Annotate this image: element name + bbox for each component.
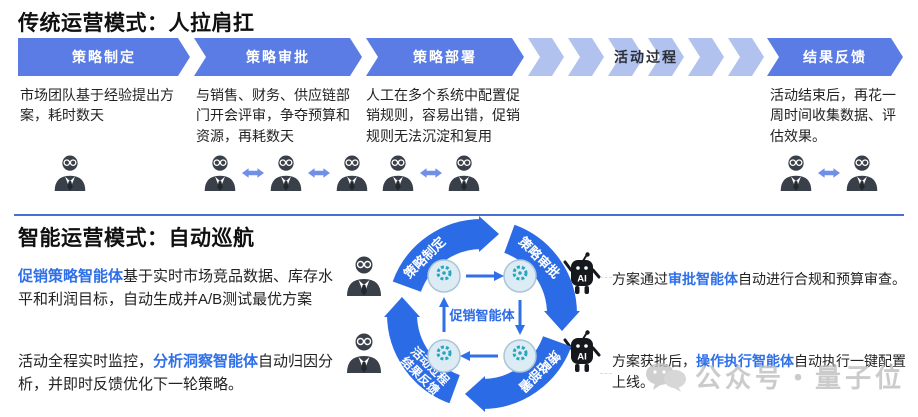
ai-head-icon xyxy=(426,258,462,294)
stage-description: 市场团队基于经验提出方案，耗时数天 xyxy=(20,87,174,124)
flow-stage-strategy-deployment: 策略部署 xyxy=(366,38,524,76)
person-icon xyxy=(54,154,86,192)
paragraph-prefix: 活动全程实时监控， xyxy=(18,353,154,370)
traditional-section-title: 传统运营模式：人拉肩扛 xyxy=(18,12,255,35)
paragraph-suffix: 自动归因分析，并即时反馈优化下一轮策略。 xyxy=(18,353,334,393)
cycle-arrowheads xyxy=(439,271,525,361)
people-group-stage3 xyxy=(380,152,482,194)
flow-stage-label: 策略部署 xyxy=(413,49,477,65)
double-arrow-icon xyxy=(242,168,264,178)
flow-stage-label: 结果反馈 xyxy=(803,49,867,65)
flow-stage-result-feedback: 结果反馈 xyxy=(767,38,903,76)
connector-line xyxy=(600,277,612,278)
cycle-center-label: 促销智能体 xyxy=(448,308,515,323)
flow-stage-activity-label: 活动过程 xyxy=(614,49,678,65)
paragraph-suffix: 基于实时市场竞品数据、库存水平和利润目标，自动生成并A/B测试最优方案 xyxy=(18,268,334,308)
ai-head-icon xyxy=(502,338,538,374)
connector-line xyxy=(600,373,612,374)
paragraph-suffix: 自动进行合规和预算审查。 xyxy=(738,271,906,287)
person-icon xyxy=(336,154,368,192)
flow-stage-label: 策略审批 xyxy=(246,49,310,65)
paragraph-prefix: 方案通过 xyxy=(612,271,668,287)
double-arrow-icon xyxy=(818,168,840,178)
paragraph-prefix: 方案获批后， xyxy=(612,353,696,369)
flow-stage-label: 策略制定 xyxy=(72,49,136,65)
agent-highlight: 审批智能体 xyxy=(668,271,738,287)
people-group-stage1 xyxy=(52,152,88,194)
agent-highlight: 分析洞察智能体 xyxy=(153,353,259,370)
person-icon xyxy=(448,154,480,192)
inner-agent-cycle: 促销智能体 xyxy=(426,258,538,374)
agent-highlight: 操作执行智能体 xyxy=(696,353,794,369)
cycle-arrows xyxy=(442,274,522,358)
people-group-stage5 xyxy=(778,152,880,194)
person-icon xyxy=(846,154,878,192)
paragraph-suffix: 自动执行一键配置上线。 xyxy=(612,353,906,390)
stage-description: 与销售、财务、供应链部门开会评审，争夺预算和资源，再耗数天 xyxy=(196,87,350,144)
paragraph-promo-strategy-agent: 促销策略智能体基于实时市场竞品数据、库存水平和利润目标，自动生成并A/B测试最优… xyxy=(18,266,348,311)
person-icon xyxy=(780,154,812,192)
paragraph-approval-agent: 方案通过审批智能体自动进行合规和预算审查。 xyxy=(612,269,912,290)
paragraph-execution-agent: 方案获批后，操作执行智能体自动执行一键配置上线。 xyxy=(612,351,910,393)
ai-head-icon xyxy=(426,338,462,374)
stage-description: 人工在多个系统中配置促销规则，容易出错，促销规则无法沉淀和复用 xyxy=(366,87,520,144)
section-divider xyxy=(14,214,904,216)
ai-head-icon xyxy=(502,258,538,294)
smart-section-title: 智能运营模式：自动巡航 xyxy=(18,227,255,250)
person-icon xyxy=(270,154,302,192)
double-arrow-icon xyxy=(420,168,442,178)
flow-stage-strategy-approval: 策略审批 xyxy=(194,38,362,76)
people-group-stage2 xyxy=(202,152,370,194)
agent-highlight: 促销策略智能体 xyxy=(18,268,124,285)
person-icon xyxy=(204,154,236,192)
agent-cycle-diagram: 策略制定 策略审批 策略部署 活动过程结果反馈 促销智能体 xyxy=(360,210,604,417)
flow-stage-strategy-creation: 策略制定 xyxy=(18,38,190,76)
person-icon xyxy=(382,154,414,192)
double-arrow-icon xyxy=(308,168,330,178)
paragraph-insight-agent: 活动全程实时监控，分析洞察智能体自动归因分析，并即时反馈优化下一轮策略。 xyxy=(18,351,360,396)
stage-description: 活动结束后，再花一周时间收集数据、评估效果。 xyxy=(770,87,896,144)
